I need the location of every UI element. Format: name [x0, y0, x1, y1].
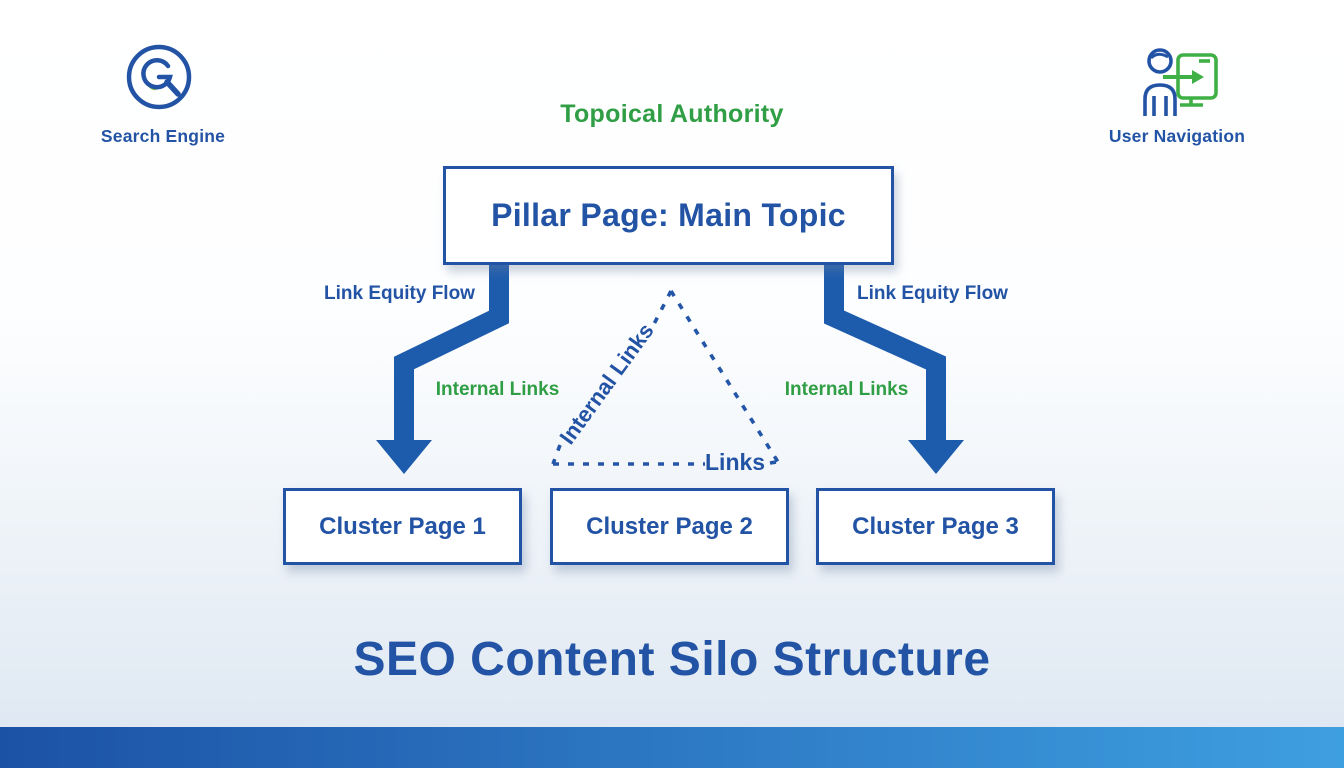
- internal-links-label-left: Internal Links: [435, 379, 560, 400]
- search-engine-icon: [126, 44, 192, 110]
- pillar-page-label: Pillar Page: Main Topic: [491, 197, 846, 233]
- search-engine-label: Search Engine: [100, 126, 226, 146]
- internal-links-triangle: [551, 290, 784, 466]
- user-navigation-icon: [1143, 48, 1218, 116]
- cluster-page-3-node: Cluster Page 3: [816, 488, 1055, 565]
- cluster-page-1-label: Cluster Page 1: [319, 512, 486, 540]
- link-equity-flow-label-right: Link Equity Flow: [857, 283, 1008, 304]
- link-equity-arrow-left: [376, 254, 509, 474]
- link-equity-flow-label-left: Link Equity Flow: [324, 283, 475, 304]
- cluster-page-1-node: Cluster Page 1: [283, 488, 522, 565]
- cluster-page-3-label: Cluster Page 3: [852, 512, 1019, 540]
- links-label: Links: [705, 449, 766, 475]
- link-equity-arrow-right: [824, 254, 964, 474]
- navigation-arrow-icon: [1163, 70, 1204, 84]
- page-title: SEO Content Silo Structure: [353, 633, 991, 686]
- bottom-accent-bar: [0, 727, 1344, 768]
- user-navigation-label: User Navigation: [1108, 126, 1246, 146]
- cluster-page-2-node: Cluster Page 2: [550, 488, 789, 565]
- topical-authority-heading: Topoical Authority: [560, 100, 784, 128]
- cluster-page-2-label: Cluster Page 2: [586, 512, 753, 540]
- internal-links-label-right: Internal Links: [784, 379, 909, 400]
- pillar-page-node: Pillar Page: Main Topic: [443, 166, 894, 265]
